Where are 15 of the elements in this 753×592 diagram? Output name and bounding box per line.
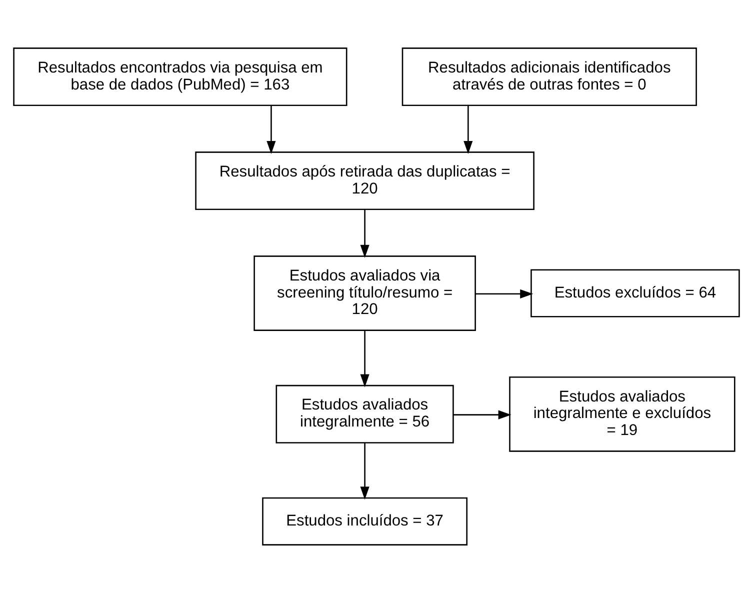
node-box: Estudos avaliados integralmente e excluídos = 19 (509, 376, 736, 452)
arrow (360, 442, 370, 500)
arrow (464, 105, 473, 154)
arrow (266, 105, 276, 154)
node-box: Estudos avaliados via screening título/resumo = 120 (254, 255, 476, 330)
arrow (360, 330, 370, 387)
node-box: Estudos excluídos = 64 (530, 268, 740, 317)
node-box: Estudos avaliados integralmente = 56 (276, 384, 454, 443)
node-box: Resultados adicionais identificados através de outras fontes = 0 (402, 47, 697, 106)
arrow (453, 410, 512, 419)
node-box: Resultados encontrados via pesquisa em base de dados (PubMed) = 163 (13, 47, 348, 106)
arrow (476, 288, 534, 298)
arrow (360, 209, 370, 258)
node-box: Estudos incluídos = 37 (262, 496, 468, 545)
node-box: Resultados após retirada das duplicatas = 120 (195, 151, 534, 210)
